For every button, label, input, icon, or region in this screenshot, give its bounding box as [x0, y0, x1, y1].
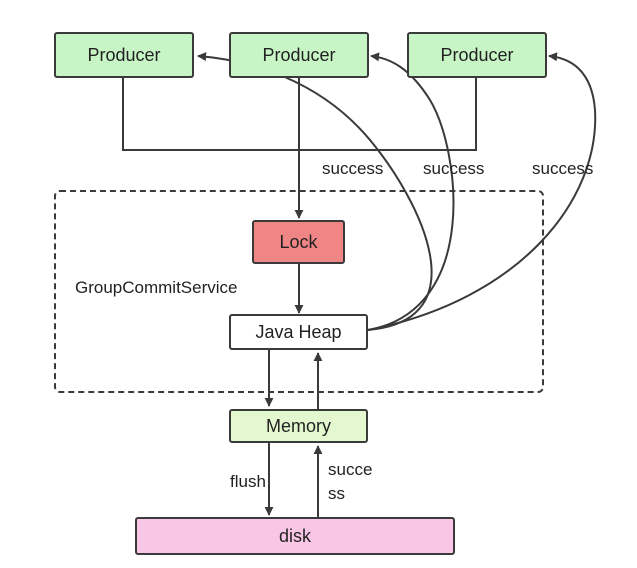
producer-label-1: Producer	[87, 44, 161, 65]
lock-label: Lock	[279, 231, 318, 252]
producer-node-3: Producer	[407, 32, 547, 78]
success-label-3: success	[532, 159, 594, 178]
edge-success-producer-2	[367, 52, 455, 331]
producer-label-3: Producer	[440, 44, 514, 65]
success-label-1: success	[322, 159, 384, 178]
edge-success-producer-3	[367, 52, 597, 331]
lock-node: Lock	[252, 220, 345, 264]
region-label: GroupCommitService	[75, 278, 238, 297]
java-heap-label: Java Heap	[255, 321, 342, 342]
producer-node-1: Producer	[54, 32, 194, 78]
disk-success-label-line1: succe	[328, 460, 373, 479]
success-label-2: success	[423, 159, 485, 178]
disk-node: disk	[135, 517, 455, 555]
disk-label: disk	[278, 525, 311, 546]
flush-label: flush	[230, 472, 266, 491]
memory-label: Memory	[265, 415, 331, 436]
disk-success-label-line2: ss	[328, 484, 345, 503]
producer-label-2: Producer	[262, 44, 336, 65]
memory-node: Memory	[229, 409, 368, 443]
java-heap-node: Java Heap	[229, 314, 368, 350]
producer-node-2: Producer	[229, 32, 369, 78]
